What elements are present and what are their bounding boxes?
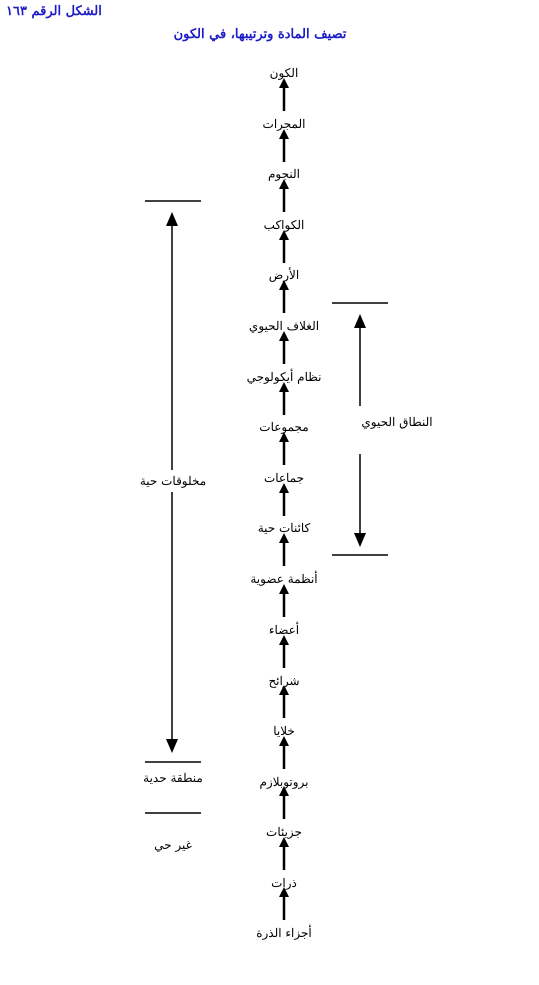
level-molecules: جزيئات [266,825,302,839]
biotic-arrow-up [354,314,366,328]
living-things-bracket [145,200,201,814]
biotic-arrow-down [354,533,366,547]
level-atoms: ذرات [271,876,297,890]
figure-title: تصيف المادة وترتيبها، في الكون [173,27,347,42]
living-arrow-down [166,739,178,753]
level-universe: الكون [269,66,299,80]
level-stars: النجوم [268,167,300,181]
level-organ-systems: أنظمة عضوية [250,572,318,586]
level-protoplasm: بروتوبلازم [259,775,309,789]
level-subatomic: أجزاء الذرة [256,926,312,940]
level-organs: أعضاء [268,623,300,637]
level-earth: الأرض [268,268,300,282]
level-organisms: كائنات حية [257,521,311,535]
label-border-zone: منطقة حدية [143,771,203,785]
level-tissues: شرائح [268,674,300,688]
level-galaxies: المجرات [262,117,306,131]
figure-number: الشكل الرقم ١٦٣ [6,4,102,19]
level-biosphere: الغلاف الحيوي [248,319,320,333]
level-planets: الكواكب [263,218,305,232]
level-ecosystem: نظام أيكولوجي [246,370,322,384]
biotic-range-bracket [332,302,388,556]
level-cells: خلايا [273,724,295,738]
level-populations: جماعات [263,471,305,485]
level-communities: مجموعات [259,420,309,434]
label-biotic-range: النطاق الحيوي [361,415,433,429]
living-arrow-up [166,212,178,226]
label-living-things: مخلوقات حية [139,474,207,488]
label-non-living: غير حي [154,838,192,852]
